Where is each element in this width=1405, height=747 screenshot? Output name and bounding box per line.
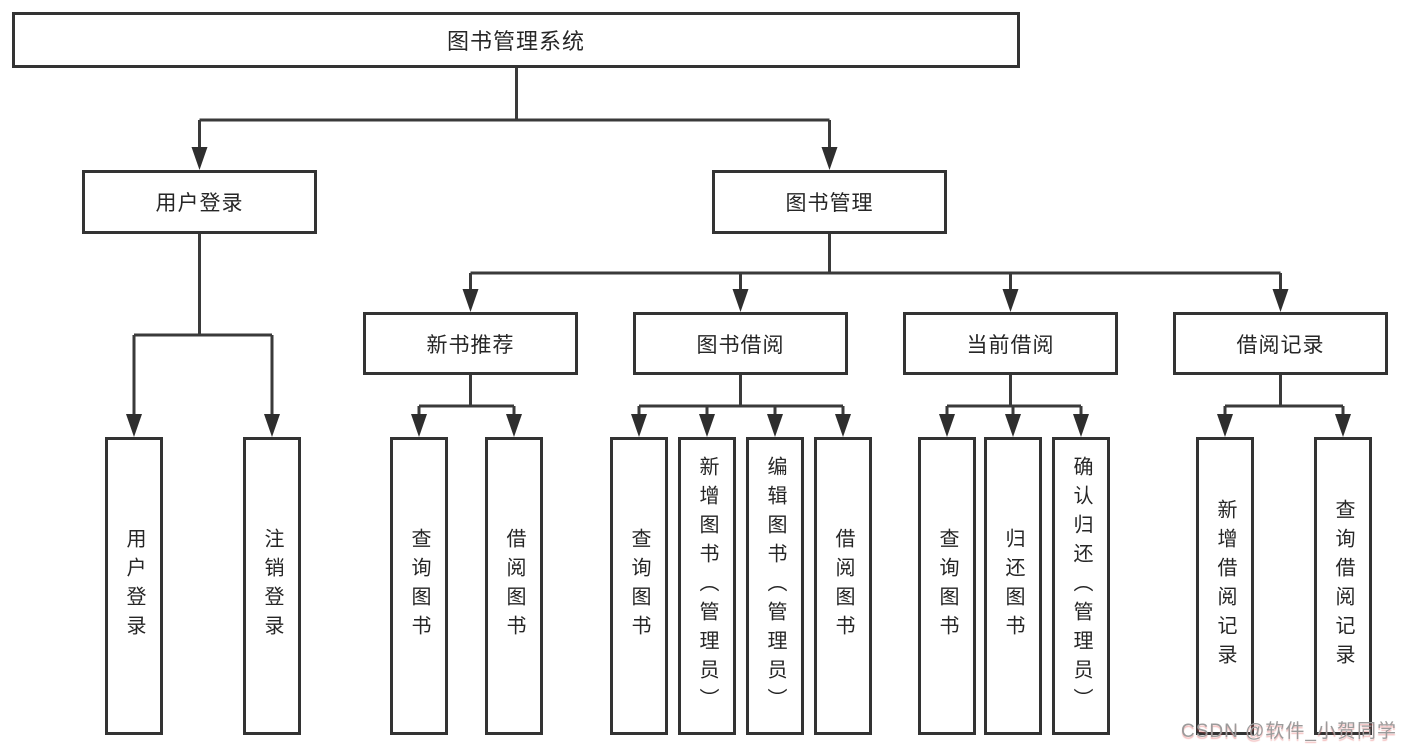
node-book-borrow: 图书借阅 [633, 312, 848, 375]
leaf-add-borrow-record: 新增借阅记录 [1196, 437, 1254, 735]
arrowhead-icons [126, 147, 1351, 437]
leaf-logout: 注销登录 [243, 437, 301, 735]
leaf-query-books-recommend: 查询图书 [390, 437, 448, 735]
leaf-borrow-books: 借阅图书 [814, 437, 872, 735]
node-new-book-recommend: 新书推荐 [363, 312, 578, 375]
csdn-watermark: CSDN @软件_小贺同学 [1181, 721, 1397, 742]
node-book-management: 图书管理 [712, 170, 947, 234]
leaf-query-books-borrow: 查询图书 [610, 437, 668, 735]
leaf-return-books: 归还图书 [984, 437, 1042, 735]
leaf-query-borrow-record: 查询借阅记录 [1314, 437, 1372, 735]
leaf-add-book-admin: 新增图书（管理员） [678, 437, 736, 735]
leaf-confirm-return-admin: 确认归还（管理员） [1052, 437, 1110, 735]
leaf-query-books-current: 查询图书 [918, 437, 976, 735]
node-user-login: 用户登录 [82, 170, 317, 234]
node-root-system: 图书管理系统 [12, 12, 1020, 68]
leaf-borrow-books-recommend: 借阅图书 [485, 437, 543, 735]
leaf-user-login: 用户登录 [105, 437, 163, 735]
leaf-edit-book-admin: 编辑图书（管理员） [746, 437, 804, 735]
node-borrow-records: 借阅记录 [1173, 312, 1388, 375]
node-current-borrow: 当前借阅 [903, 312, 1118, 375]
